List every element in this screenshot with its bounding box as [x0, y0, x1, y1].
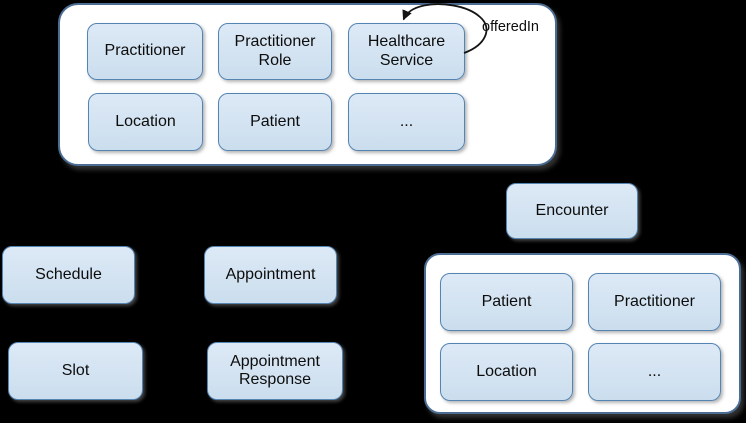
node-patient: Patient — [218, 93, 332, 151]
node-ellipsis-bottom: ... — [588, 343, 721, 401]
node-encounter: Encounter — [506, 183, 638, 239]
node-practitioner: Practitioner — [87, 23, 203, 80]
node-appointment: Appointment — [204, 246, 337, 304]
node-practitioner-role: Practitioner Role — [218, 23, 332, 80]
top-resource-group: Practitioner Practitioner Role Healthcar… — [58, 3, 557, 166]
node-location-2: Location — [440, 343, 573, 401]
node-practitioner-2: Practitioner — [588, 273, 721, 331]
node-schedule: Schedule — [2, 246, 135, 304]
encounter-resource-group: Patient Practitioner Location ... — [424, 253, 741, 414]
node-appointment-response: Appointment Response — [207, 342, 343, 400]
node-slot: Slot — [8, 342, 143, 400]
offered-in-label: offeredIn — [482, 19, 539, 35]
node-patient-2: Patient — [440, 273, 573, 331]
node-ellipsis-top: ... — [348, 93, 465, 151]
node-healthcare-service: Healthcare Service — [348, 23, 465, 80]
node-location: Location — [88, 93, 203, 151]
